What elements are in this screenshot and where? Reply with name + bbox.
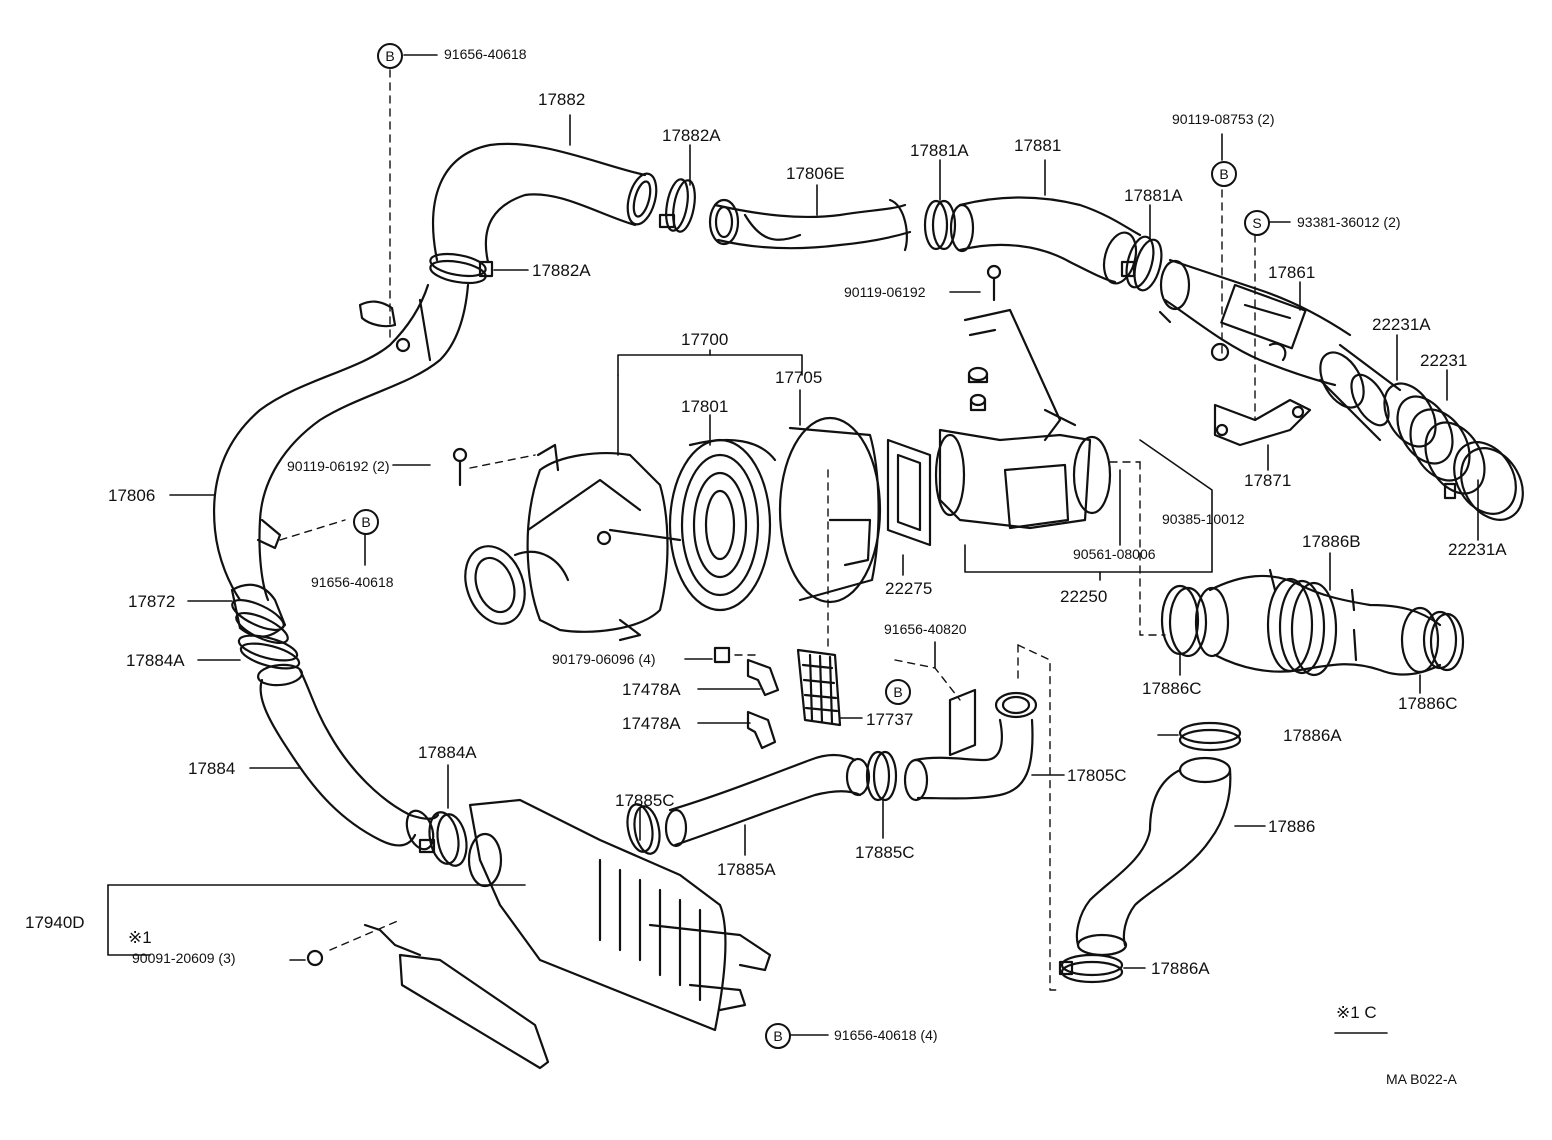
leader-lines xyxy=(107,54,1479,1036)
clamp-17886a-bottom xyxy=(1058,953,1124,984)
label-17884: 17884 xyxy=(188,759,236,778)
elbow-17805c xyxy=(903,688,1038,802)
label-17885c-mid: 17885C xyxy=(855,843,915,862)
label-17805c: 17805C xyxy=(1067,766,1127,785)
label-17886: 17886 xyxy=(1268,817,1316,836)
dashed-links xyxy=(279,69,1256,991)
clamp-17882a-left xyxy=(429,252,494,285)
label-17881a-top: 17881A xyxy=(910,141,969,160)
label-90385-10012: 90385-10012 xyxy=(1162,511,1245,527)
label-91656-40618-mid: 91656-40618 xyxy=(311,574,394,590)
label-17871: 17871 xyxy=(1244,471,1292,490)
label-note-box: ※1 C xyxy=(1336,1003,1377,1022)
label-22250: 22250 xyxy=(1060,587,1108,606)
clamp-17881a-top xyxy=(923,199,957,251)
clamp-17882a-top xyxy=(658,178,696,233)
filter-element-17801 xyxy=(668,438,777,612)
label-22231a-top: 22231A xyxy=(1372,315,1431,334)
grommets xyxy=(967,366,989,412)
callout-b-top: B xyxy=(377,43,403,69)
hose-22231 xyxy=(1318,343,1486,495)
label-90119-06192-left: 90119-06192 (2) xyxy=(287,458,390,474)
bracket-17871 xyxy=(1213,398,1312,447)
hose-17886 xyxy=(1075,756,1232,957)
label-17886a-bottom: 17886A xyxy=(1151,959,1210,978)
clamp-22231a xyxy=(1350,373,1524,521)
label-91656-40618-bottom: 91656-40618 (4) xyxy=(834,1027,938,1043)
label-93381-36012: 93381-36012 (2) xyxy=(1297,214,1401,230)
label-note-star: ※1 xyxy=(128,928,152,947)
label-17881: 17881 xyxy=(1014,136,1062,155)
clamps-17885c xyxy=(626,750,898,855)
resonator-17737 xyxy=(796,648,842,727)
clamp-17886a-top xyxy=(1178,721,1242,752)
label-91656-40618-top: 91656-40618 xyxy=(444,46,527,62)
label-22231: 22231 xyxy=(1420,351,1468,370)
drawing-code: MA B022-A xyxy=(1386,1071,1457,1087)
label-17882a-top: 17882A xyxy=(662,126,721,145)
callout-b-mid: B xyxy=(353,509,379,535)
label-22231a-bottom: 22231A xyxy=(1448,540,1507,559)
label-17478a-2: 17478A xyxy=(622,714,681,733)
hose-17882 xyxy=(432,142,658,264)
label-17886c-right: 17886C xyxy=(1398,694,1458,713)
duct-17806e xyxy=(708,198,912,252)
small-bolts xyxy=(306,264,1002,967)
label-17884a-lower: 17884A xyxy=(418,743,477,762)
label-17478a-1: 17478A xyxy=(622,680,681,699)
callout-b-right: B xyxy=(1211,161,1237,187)
label-17882a-left: 17882A xyxy=(532,261,591,280)
clamps-17886c xyxy=(1160,584,1465,672)
callout-s: S xyxy=(1244,210,1270,236)
label-17705: 17705 xyxy=(775,368,823,387)
label-17885c-left: 17885C xyxy=(615,791,675,810)
label-17861: 17861 xyxy=(1268,263,1316,282)
callout-b-clamp: B xyxy=(885,679,911,705)
hose-17885a xyxy=(664,754,871,848)
gasket-22275 xyxy=(886,438,932,547)
label-17882: 17882 xyxy=(538,90,586,109)
label-17872: 17872 xyxy=(128,592,176,611)
label-90561-08006: 90561-08006 xyxy=(1073,546,1156,562)
clamp-17884a-lower xyxy=(418,811,468,867)
pipe-17806 xyxy=(213,283,470,602)
label-17886c-left: 17886C xyxy=(1142,679,1202,698)
label-17886b: 17886B xyxy=(1302,532,1361,551)
pipe-17861 xyxy=(1158,258,1352,387)
cleaner-cap-17705 xyxy=(778,416,882,604)
label-17801: 17801 xyxy=(681,397,729,416)
label-22275: 22275 xyxy=(885,579,933,598)
label-90091-20609: 90091-20609 (3) xyxy=(132,950,236,966)
label-17806: 17806 xyxy=(108,486,156,505)
clips-17478a xyxy=(713,646,780,750)
label-90179-06096: 90179-06096 (4) xyxy=(552,651,656,667)
label-90119-06192-top: 90119-06192 xyxy=(844,284,926,300)
label-17885a: 17885A xyxy=(717,860,776,879)
airflow-meter-22250 xyxy=(934,308,1112,530)
hose-17881 xyxy=(949,196,1142,285)
clamp-17881a-right xyxy=(1120,235,1163,292)
label-90119-08753: 90119-08753 (2) xyxy=(1172,111,1275,127)
air-cleaner-case xyxy=(464,443,682,642)
label-17940d: 17940D xyxy=(25,913,85,932)
callout-b-bottom: B xyxy=(765,1023,791,1049)
hose-17884 xyxy=(256,663,440,851)
label-17806e: 17806E xyxy=(786,164,845,183)
hose-17886b xyxy=(1194,568,1442,677)
bracket-17872 xyxy=(230,583,301,670)
label-91656-40820: 91656-40820 xyxy=(884,621,967,637)
label-17700: 17700 xyxy=(681,330,729,349)
label-17881a-right: 17881A xyxy=(1124,186,1183,205)
duct-bracket xyxy=(363,923,550,1070)
label-17737: 17737 xyxy=(866,710,914,729)
label-17884a-left: 17884A xyxy=(126,651,185,670)
duct-17940d xyxy=(467,798,772,1032)
label-17886a-top: 17886A xyxy=(1283,726,1342,745)
